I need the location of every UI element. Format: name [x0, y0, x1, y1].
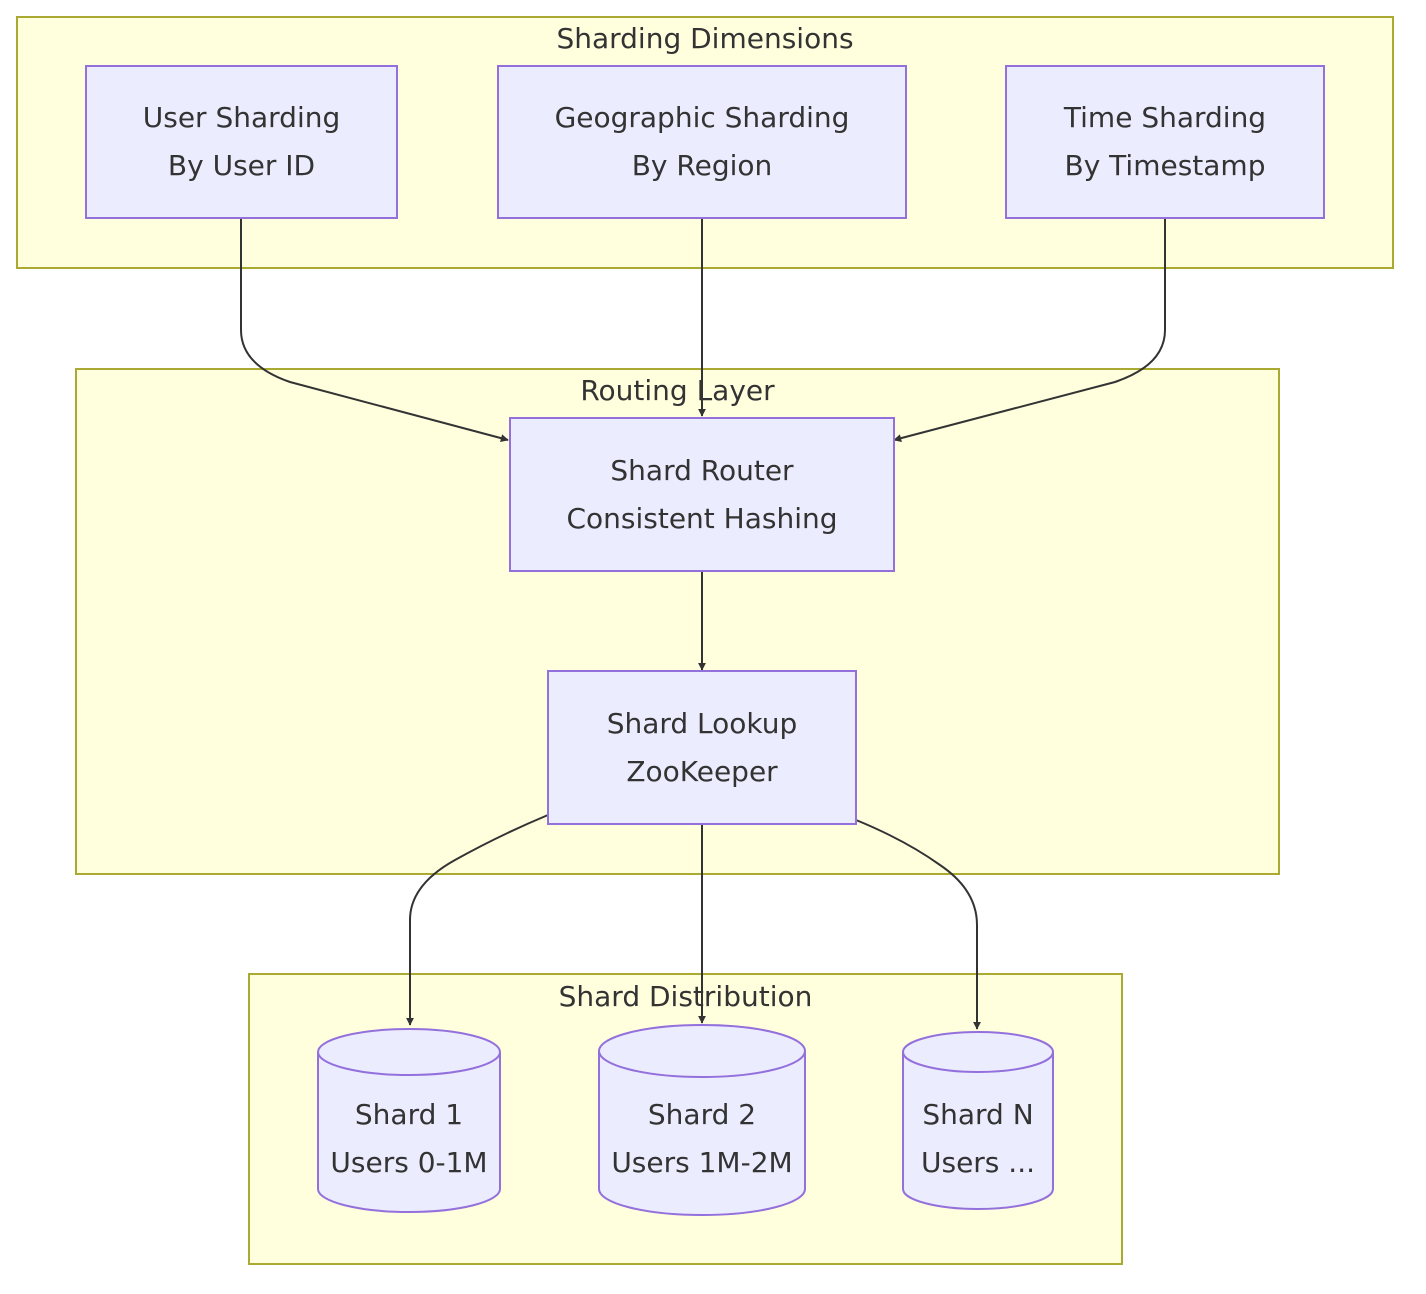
- db-shard-2-title: Shard 2: [647, 1098, 757, 1131]
- node-shard-router-subtitle: Consistent Hashing: [566, 501, 838, 535]
- edge-time-to-router: [893, 219, 1166, 443]
- cluster-title-routing-layer: Routing Layer: [580, 374, 775, 407]
- node-geographic-sharding-subtitle: By Region: [631, 149, 773, 182]
- node-user-sharding: User Sharding By User ID: [85, 65, 398, 219]
- node-time-sharding-title: Time Sharding: [1063, 101, 1267, 134]
- node-geographic-sharding-title: Geographic Sharding: [554, 101, 850, 134]
- db-shard-2-subtitle: Users 1M-2M: [611, 1146, 793, 1179]
- db-shard-n: Shard N Users ...: [901, 1029, 1055, 1211]
- node-shard-lookup: Shard Lookup ZooKeeper: [547, 670, 857, 825]
- edge-lookup-to-shard1: [406, 814, 549, 1026]
- node-shard-router-title: Shard Router: [610, 453, 794, 487]
- db-shard-1-title: Shard 1: [354, 1098, 464, 1131]
- node-user-sharding-subtitle: By User ID: [167, 149, 316, 182]
- database-icon: [902, 1031, 1054, 1210]
- node-geographic-sharding: Geographic Sharding By Region: [497, 65, 907, 219]
- cluster-title-sharding-dimensions: Sharding Dimensions: [556, 22, 854, 55]
- db-shard-n-subtitle: Users ...: [920, 1146, 1035, 1179]
- edge-lookup-to-shardn: [855, 819, 981, 1030]
- node-time-sharding-subtitle: By Timestamp: [1064, 149, 1266, 182]
- node-time-sharding: Time Sharding By Timestamp: [1005, 65, 1325, 219]
- node-shard-lookup-subtitle: ZooKeeper: [626, 754, 778, 788]
- db-shard-1: Shard 1 Users 0-1M: [316, 1025, 502, 1215]
- db-shard-2: Shard 2 Users 1M-2M: [597, 1023, 807, 1217]
- node-user-sharding-title: User Sharding: [142, 101, 341, 134]
- node-shard-lookup-title: Shard Lookup: [606, 706, 798, 740]
- cluster-title-shard-distribution: Shard Distribution: [558, 980, 813, 1013]
- edge-user-to-router: [240, 219, 509, 443]
- db-shard-n-title: Shard N: [922, 1098, 1034, 1131]
- node-shard-router: Shard Router Consistent Hashing: [509, 417, 895, 572]
- database-icon: [317, 1028, 501, 1213]
- database-icon: [598, 1024, 806, 1216]
- db-shard-1-subtitle: Users 0-1M: [330, 1146, 488, 1179]
